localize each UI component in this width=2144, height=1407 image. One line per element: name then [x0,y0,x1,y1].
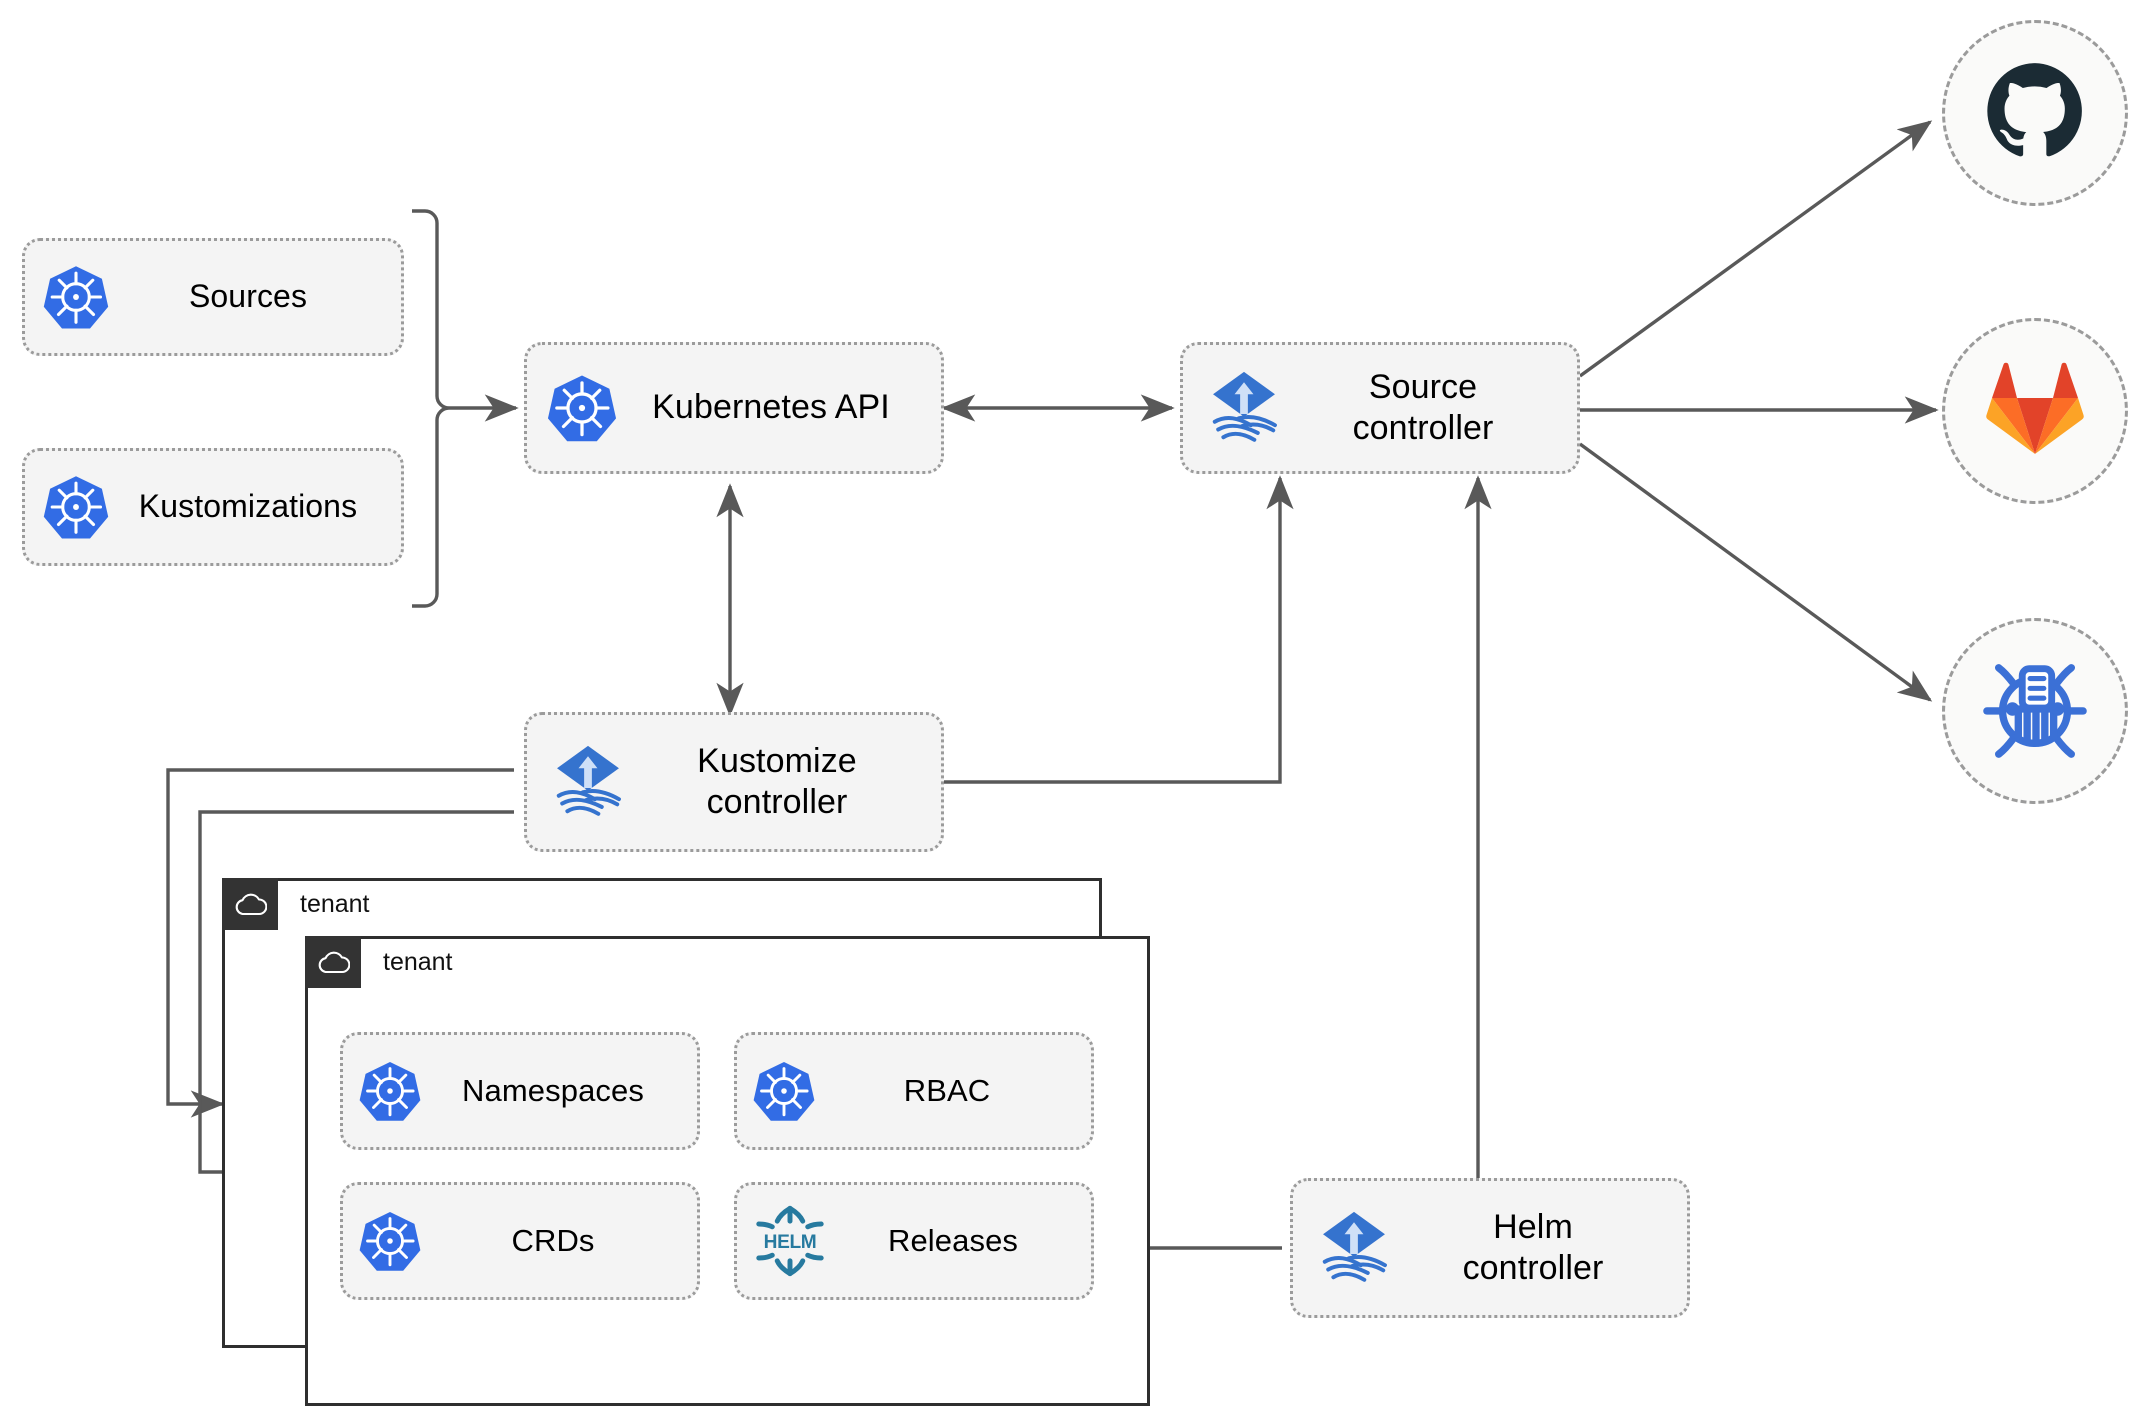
flux-icon [545,739,631,825]
tenant-label: tenant [383,947,453,976]
node-namespaces[interactable]: Namespaces [340,1032,700,1150]
node-label: CRDs [511,1223,595,1259]
node-sources[interactable]: Sources [22,238,404,356]
provider-gitlab[interactable] [1942,318,2128,504]
node-source-controller[interactable]: Source controller [1180,342,1580,474]
kubernetes-icon [357,1058,423,1124]
provider-helm-repository[interactable] [1942,618,2128,804]
node-label: Namespaces [462,1073,644,1109]
tenant-label: tenant [300,889,370,918]
kubernetes-icon [751,1058,817,1124]
tenant-container-inner [305,936,1150,1406]
node-crds[interactable]: CRDs [340,1182,700,1300]
svg-text:HELM: HELM [764,1232,817,1253]
node-label: RBAC [903,1073,991,1109]
kubernetes-icon [41,472,111,542]
node-label: Kustomize controller [697,741,857,821]
tenant-header-outer: tenant [222,878,1102,930]
node-kustomize-controller[interactable]: Kustomize controller [524,712,944,852]
node-releases[interactable]: HELM Releases [734,1182,1094,1300]
helm-bucket-icon [1981,655,2089,768]
node-kubernetes-api[interactable]: Kubernetes API [524,342,944,474]
cloud-icon [222,878,278,930]
node-label: Kustomizations [138,488,358,525]
node-rbac[interactable]: RBAC [734,1032,1094,1150]
gitlab-icon [1985,361,2085,462]
kubernetes-icon [545,371,619,445]
node-kustomizations[interactable]: Kustomizations [22,448,404,566]
helm-icon: HELM [751,1204,829,1278]
node-label: Helm controller [1462,1207,1604,1287]
node-label: Sources [188,278,308,315]
node-label: Releases [887,1223,1019,1259]
node-helm-controller[interactable]: Helm controller [1290,1178,1690,1318]
flux-icon [1201,365,1287,451]
node-label: Kubernetes API [652,388,890,427]
kubernetes-icon [357,1208,423,1274]
node-label: Source controller [1352,367,1494,447]
provider-github[interactable] [1942,20,2128,206]
tenant-header-inner: tenant [305,936,1150,988]
cloud-icon [305,936,361,988]
flux-icon [1311,1205,1397,1291]
github-icon [1983,59,2087,168]
kubernetes-icon [41,262,111,332]
